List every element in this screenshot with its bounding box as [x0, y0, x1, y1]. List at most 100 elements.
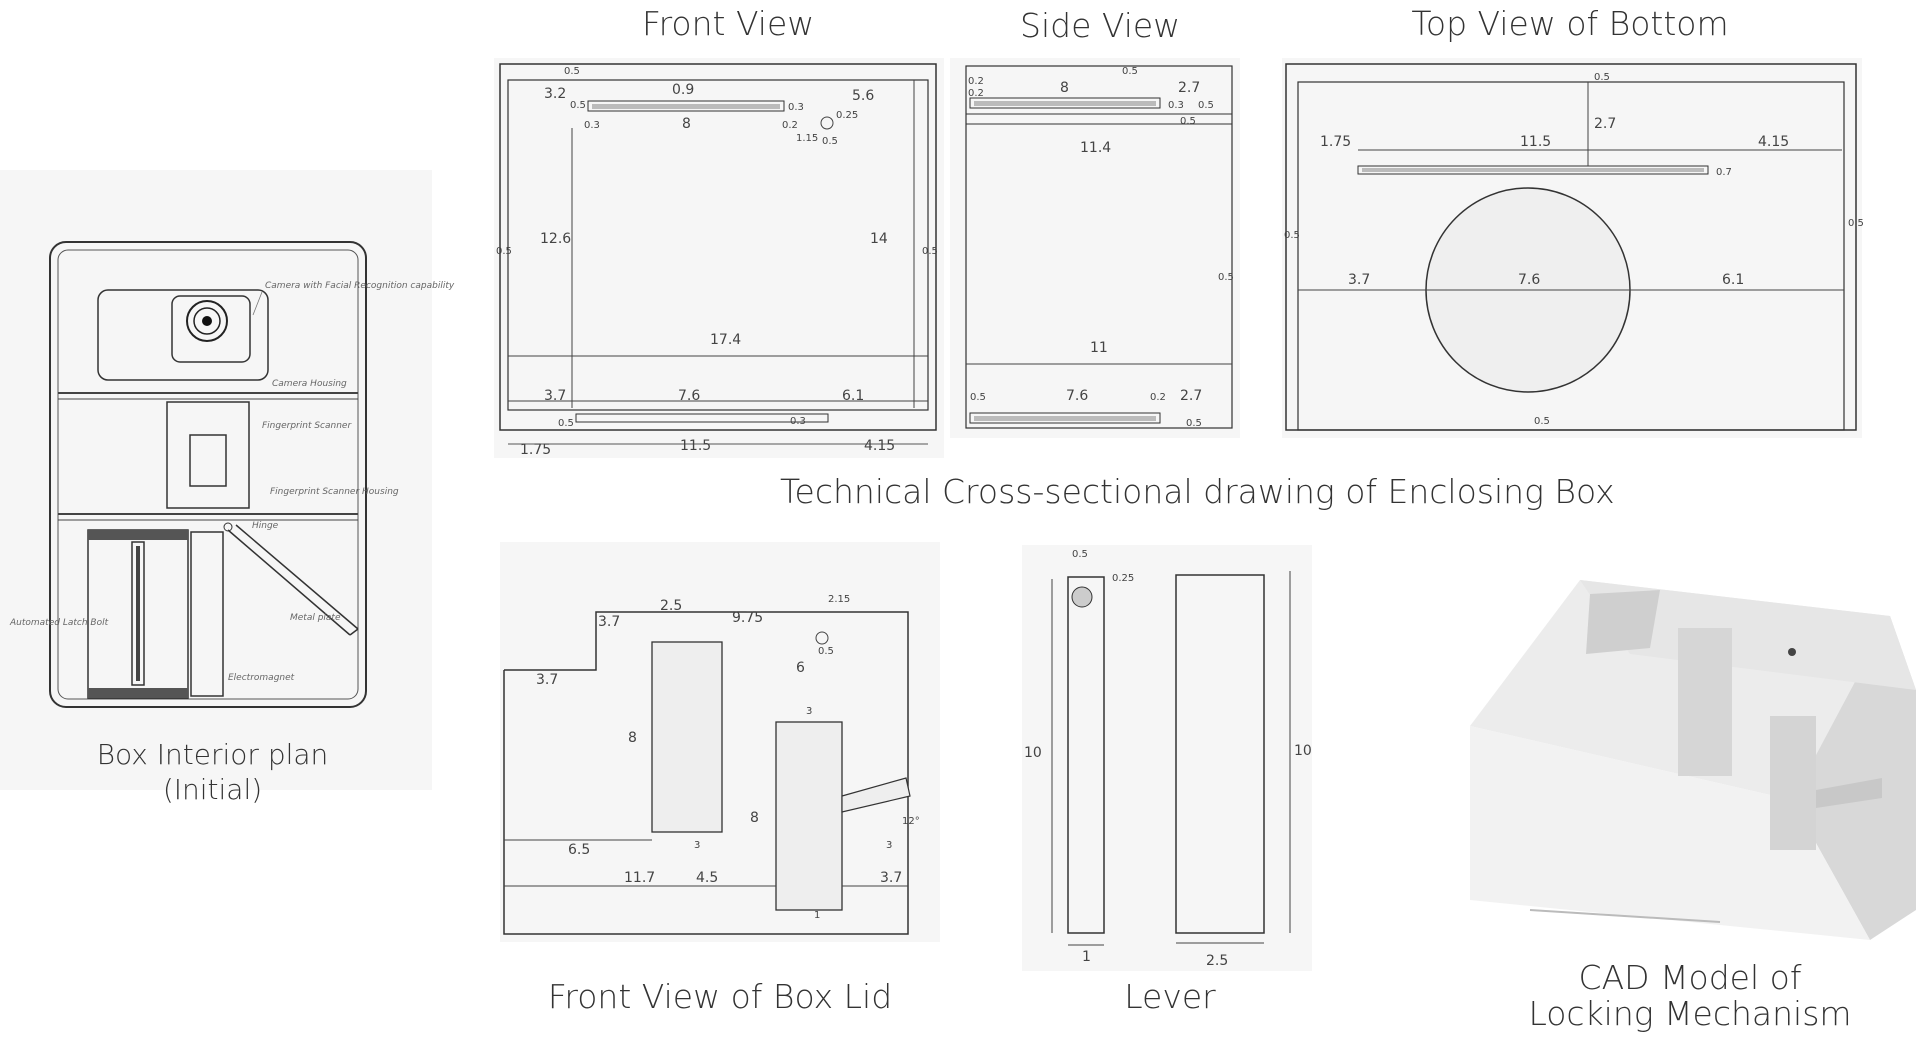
top-dim-5: 0.7	[1716, 167, 1732, 178]
front-dim-6: 0.25	[836, 110, 858, 121]
box-lid-caption: Front View of Box Lid	[547, 977, 893, 1016]
top-dim-2: 1.75	[1320, 134, 1351, 150]
side-dim-7: 0.5	[1180, 116, 1196, 127]
lid-dim-11: 3	[886, 840, 892, 851]
front-dim-7: 0.3	[584, 120, 600, 131]
top-view-drawing: 0.5 2.7 1.75 11.5 4.15 0.7 0.5 0.5 3.7 7…	[1282, 58, 1864, 438]
lever-dim-5: 2.5	[1206, 953, 1228, 969]
fingerprint-housing-note: Fingerprint Scanner Housing	[270, 487, 399, 497]
lever-dim-0: 0.5	[1072, 549, 1088, 560]
top-view-title: Top View of Bottom	[1411, 4, 1729, 43]
cad-model-render	[1470, 550, 1920, 960]
lid-dim-12: 6.5	[568, 842, 590, 858]
lever-dim-1: 0.25	[1112, 573, 1134, 584]
side-dim-11: 0.5	[970, 392, 986, 403]
front-dim-9: 0.2	[782, 120, 798, 131]
front-dim-19: 6.1	[842, 388, 864, 404]
electromagnet-note: Electromagnet	[228, 673, 295, 683]
lid-dim-1: 2.5	[660, 598, 682, 614]
interior-plan-caption-line2: (Initial)	[162, 773, 263, 806]
lever-dim-3: 10	[1294, 743, 1312, 759]
lid-dim-16: 3.7	[880, 870, 902, 886]
top-dim-8: 3.7	[1348, 272, 1370, 288]
front-dim-16: 17.4	[710, 332, 741, 348]
box-lid-drawing: 3.7 2.5 9.75 2.15 0.5 6 3.7 3 8 8 12° 3 …	[500, 542, 940, 942]
top-dim-11: 0.5	[1534, 416, 1550, 427]
side-dim-2: 8	[1060, 80, 1069, 96]
interior-plan-caption-line1: Box Interior plan	[96, 738, 329, 771]
lid-dim-15: 4.5	[696, 870, 718, 886]
front-view-drawing: 0.5 3.2 0.9 5.6 0.5 0.3 0.25 0.3 8 0.2 1…	[494, 58, 944, 458]
lid-dim-2: 9.75	[732, 610, 763, 626]
front-dim-17: 3.7	[544, 388, 566, 404]
top-dim-7: 0.5	[1848, 218, 1864, 229]
front-dim-22: 1.75	[520, 442, 551, 458]
side-dim-3: 2.7	[1178, 80, 1200, 96]
front-dim-13: 14	[870, 231, 888, 247]
front-dim-4: 0.5	[570, 100, 586, 111]
front-dim-18: 7.6	[678, 388, 700, 404]
lid-dim-0: 3.7	[598, 614, 620, 630]
front-dim-14: 0.5	[496, 246, 512, 257]
lid-dim-13: 3	[694, 840, 700, 851]
lever-drawing: 0.5 0.25 10 10 1 2.5	[1022, 545, 1312, 971]
top-dim-9: 7.6	[1518, 272, 1540, 288]
side-dim-5: 0.3	[1168, 100, 1184, 111]
front-dim-11: 0.5	[822, 136, 838, 147]
camera-note: Camera with Facial Recognition capabilit…	[265, 281, 455, 291]
cad-caption-line1: CAD Model of	[1578, 958, 1802, 997]
front-dim-0: 0.5	[564, 66, 580, 77]
interior-plan-sketch: Camera with Facial Recognition capabilit…	[9, 241, 455, 708]
lid-dim-8: 8	[628, 730, 637, 746]
lid-dim-4: 0.5	[818, 646, 834, 657]
top-dim-4: 4.15	[1758, 134, 1789, 150]
lid-dim-6: 3.7	[536, 672, 558, 688]
side-dim-10: 11	[1090, 340, 1108, 356]
lid-dim-7: 3	[806, 706, 812, 717]
top-dim-1: 2.7	[1594, 116, 1616, 132]
side-dim-15: 0.5	[1186, 418, 1202, 429]
side-view-drawing: 0.5 0.2 8 2.7 0.2 0.3 0.5 0.5 11.4 0.5 1…	[950, 58, 1240, 438]
cad-model-caption: CAD Model of Locking Mechanism	[1480, 958, 1900, 1034]
side-dim-0: 0.5	[1122, 66, 1138, 77]
camera-housing-note: Camera Housing	[272, 379, 347, 389]
lid-dim-14: 11.7	[624, 870, 655, 886]
side-dim-1: 0.2	[968, 76, 984, 87]
front-dim-10: 1.15	[796, 133, 818, 144]
metal-plate-note: Metal plate	[290, 613, 341, 623]
top-dim-10: 6.1	[1722, 272, 1744, 288]
front-dim-20: 0.5	[558, 418, 574, 429]
lid-dim-17: 1	[814, 910, 820, 921]
lock-bolt-note: Automated Latch Bolt	[9, 618, 109, 628]
cad-caption-line2: Locking Mechanism	[1528, 994, 1852, 1034]
front-dim-3: 5.6	[852, 88, 874, 104]
side-dim-13: 0.2	[1150, 392, 1166, 403]
side-dim-12: 7.6	[1066, 388, 1088, 404]
front-dim-23: 11.5	[680, 438, 711, 454]
lid-dim-9: 8	[750, 810, 759, 826]
front-dim-12: 12.6	[540, 231, 571, 247]
lever-dim-4: 1	[1082, 949, 1091, 965]
side-view-title: Side View	[1020, 6, 1181, 45]
side-dim-9: 0.5	[1218, 272, 1234, 283]
front-dim-24: 4.15	[864, 438, 895, 454]
interior-plan-caption: Box Interior plan (Initial)	[0, 737, 425, 807]
lid-dim-5: 6	[796, 660, 805, 676]
side-dim-8: 11.4	[1080, 140, 1111, 156]
hinge-note: Hinge	[252, 521, 279, 531]
side-dim-4: 0.2	[968, 88, 984, 99]
fingerprint-note: Fingerprint Scanner	[262, 421, 352, 431]
front-dim-21: 0.3	[790, 416, 806, 427]
interior-plan-panel: Camera with Facial Recognition capabilit…	[0, 170, 455, 806]
top-dim-6: 0.5	[1284, 230, 1300, 241]
lever-dim-2: 10	[1024, 745, 1042, 761]
front-dim-5: 0.3	[788, 102, 804, 113]
side-dim-14: 2.7	[1180, 388, 1202, 404]
front-dim-8: 8	[682, 116, 691, 132]
front-view-title: Front View	[642, 4, 815, 43]
front-dim-15: 0.5	[922, 246, 938, 257]
front-dim-2: 0.9	[672, 82, 694, 98]
top-dim-0: 0.5	[1594, 72, 1610, 83]
cross-section-caption: Technical Cross-sectional drawing of Enc…	[780, 472, 1615, 511]
lever-caption: Lever	[1124, 977, 1216, 1016]
